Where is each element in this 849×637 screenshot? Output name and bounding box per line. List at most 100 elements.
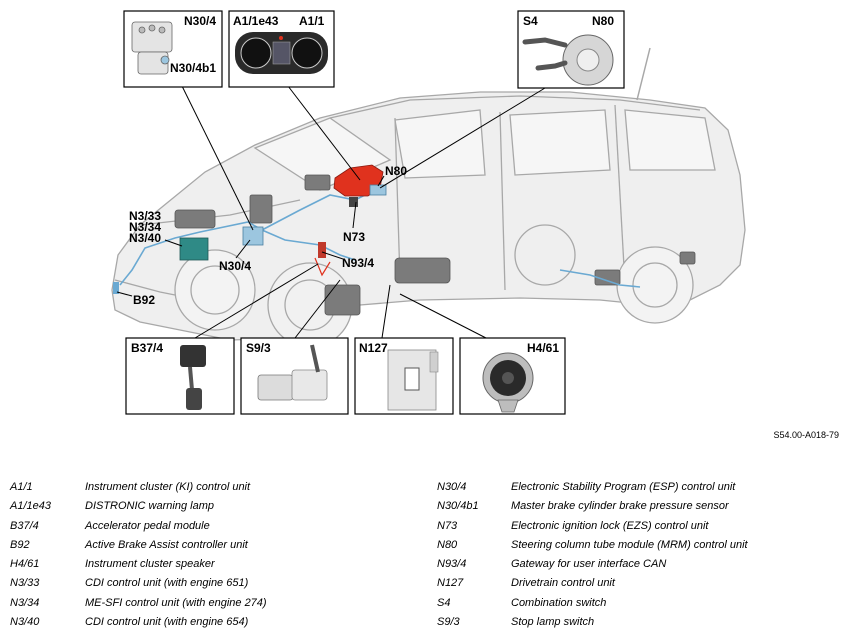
leader-esp-box	[181, 85, 254, 231]
leader-n30-4	[235, 239, 251, 259]
legend-code: H4/61	[10, 558, 40, 571]
callout-n80: N80	[385, 164, 407, 178]
stop-switch-pedal-arm	[310, 344, 320, 373]
legend-description: Instrument cluster (KI) control unit	[85, 481, 251, 493]
callout-n3-40: N3/40	[129, 231, 161, 245]
vehicle-roof-line	[329, 95, 701, 119]
network-wiring	[119, 189, 641, 288]
legend-code: N80	[437, 538, 458, 551]
rear-axle-component	[679, 251, 696, 265]
legend-code: N3/33	[10, 577, 40, 590]
legend-code: N3/40	[10, 616, 40, 629]
rear-window	[624, 109, 716, 171]
detail-box-esp: N30/4 N30/4b1	[123, 10, 223, 88]
legend-row: N127 Drivetrain control unit	[437, 574, 842, 593]
legend-row: N80 Steering column tube module (MRM) con…	[437, 536, 842, 555]
leader-stop-switch-box	[294, 279, 341, 339]
legend-code: N3/34	[10, 596, 40, 609]
callout-n3-34: N3/34	[129, 220, 161, 234]
esp-unit-highlight	[242, 226, 264, 246]
detail-cluster-label-a: A1/1e43	[233, 14, 279, 28]
hood-line	[139, 199, 301, 226]
pedal-pad	[186, 388, 202, 410]
leader-n80	[377, 175, 385, 187]
leader-n3	[164, 239, 183, 247]
legend-code: N73	[437, 519, 458, 532]
detail-box-cluster: A1/1e43 A1/1	[228, 10, 335, 88]
legend-description: Drivetrain control unit	[511, 577, 615, 590]
detail-esp-label-a: N30/4	[184, 14, 216, 28]
can-line-dash	[261, 189, 376, 231]
detail-drivetrain-label: N127	[359, 341, 388, 355]
pedal-link-highlight	[314, 257, 331, 277]
legend-code: N127	[437, 577, 464, 590]
door-seam-rear	[614, 104, 626, 286]
steering-module-highlight	[369, 184, 387, 196]
pedal-arm	[188, 366, 194, 391]
detail-box-pedal: B37/4	[125, 337, 235, 415]
callout-n30-4: N30/4	[219, 259, 251, 273]
callout-n73: N73	[343, 230, 365, 244]
cluster-speedometer	[240, 37, 272, 69]
leader-lines	[116, 85, 546, 339]
figure-reference: S54.00-A018-79	[773, 430, 839, 440]
engine-component	[174, 209, 216, 229]
legend-description: DISTRONIC warning lamp	[85, 500, 214, 513]
legend-code: A1/1	[10, 481, 33, 493]
detail-box-stop-switch: S9/3	[240, 337, 349, 415]
legend-row: B37/4 Accelerator pedal module	[10, 517, 410, 536]
dash-component	[304, 174, 331, 191]
detail-esp-label-b: N30/4b1	[170, 61, 216, 75]
legend-code: N93/4	[437, 558, 467, 571]
battery-component	[249, 194, 273, 224]
legend-left-column: A1/1 Instrument cluster (KI) control unit…	[10, 478, 410, 632]
combination-switch-stalk-lower	[535, 60, 568, 71]
detail-box-speaker: H4/61	[459, 337, 566, 415]
legend-code: N30/4	[437, 481, 467, 493]
legend-code: B37/4	[10, 519, 39, 532]
front-left-rim	[190, 265, 240, 315]
legend-description: Active Brake Assist controller unit	[85, 538, 248, 551]
console-component	[324, 284, 361, 316]
leader-pedal-box	[194, 263, 319, 339]
steering-module-hub	[576, 48, 600, 72]
pedal-sensor-body	[180, 345, 206, 367]
legend-description: Combination switch	[511, 596, 607, 609]
drivetrain-unit-connector	[404, 367, 420, 391]
legend-description: Accelerator pedal module	[85, 519, 210, 532]
rear-wheel-far	[514, 224, 576, 286]
leader-switch-box	[379, 87, 546, 189]
highlighted-components	[113, 164, 387, 294]
esp-port-a	[138, 26, 146, 34]
speaker-mount-tab	[497, 399, 519, 413]
legend-code: S9/3	[437, 616, 460, 629]
legend-description: Electronic ignition lock (EZS) control u…	[511, 519, 709, 532]
leader-n73	[352, 201, 357, 229]
ignition-lock-highlight	[349, 197, 358, 207]
legend-description: Steering column tube module (MRM) contro…	[511, 538, 748, 551]
rear-rim	[632, 262, 678, 308]
legend-description: Stop lamp switch	[511, 616, 595, 629]
leader-cluster-box	[287, 85, 361, 181]
door-seam-front	[394, 117, 401, 281]
stop-switch-body	[257, 374, 294, 401]
combination-switch-stalk-upper	[522, 37, 568, 48]
door-seam-slide	[499, 111, 506, 291]
gateway-highlight	[318, 242, 326, 258]
detail-cluster-label-b: A1/1	[299, 14, 325, 28]
legend-row: N73 Electronic ignition lock (EZS) contro…	[437, 517, 842, 536]
leader-n127-box	[381, 284, 391, 339]
legend-description: ME-SFI control unit (with engine 274)	[85, 596, 267, 609]
detail-box-drivetrain: N127	[354, 337, 454, 415]
roof-antenna	[636, 47, 651, 101]
esp-port-b	[148, 24, 156, 32]
leader-b92	[116, 291, 133, 297]
seat-component	[394, 257, 451, 284]
drivetrain-unit-tab	[429, 351, 439, 373]
legend-description: CDI control unit (with engine 654)	[85, 616, 249, 629]
legend-description: Instrument cluster speaker	[85, 558, 215, 571]
legend-description: Gateway for user interface CAN	[511, 558, 667, 571]
